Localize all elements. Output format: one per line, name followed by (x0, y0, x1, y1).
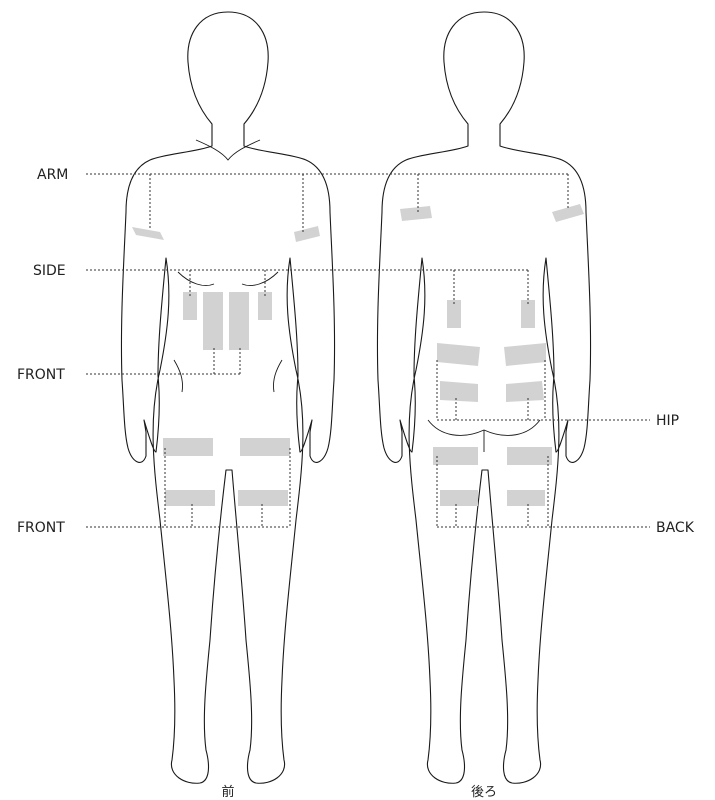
label-hip: HIP (656, 413, 679, 429)
patch-back-thigh-lower-right (507, 490, 545, 506)
patch-back-side-right (521, 300, 535, 328)
labels: ARM SIDE FRONT FRONT HIP BACK (17, 167, 695, 536)
caption-front-view: 前 (221, 784, 234, 800)
front-patches (132, 226, 320, 506)
patch-front-thigh-lower-right (238, 490, 288, 506)
label-front-thigh: FRONT (17, 520, 65, 536)
leader-arm (86, 174, 568, 232)
patch-front-arm-left (132, 227, 164, 240)
label-arm: ARM (37, 167, 68, 183)
front-chest-left (178, 272, 214, 286)
front-figure (121, 12, 334, 783)
leader-side (86, 270, 528, 304)
front-chest-right (242, 272, 278, 286)
front-body-outline (121, 12, 334, 783)
leader-lines (86, 174, 650, 527)
back-patches (400, 204, 584, 506)
label-front-torso: FRONT (17, 367, 65, 383)
patch-front-thigh-lower-left (165, 490, 215, 506)
front-collarbone (196, 140, 260, 160)
patch-back-arm-left (400, 206, 432, 221)
captions: 前 後ろ (221, 784, 497, 800)
patch-front-abdomen-3 (208, 320, 218, 350)
back-figure (377, 12, 590, 783)
patch-back-hip-lower-left (440, 381, 478, 402)
label-side: SIDE (33, 263, 66, 279)
patch-front-side-right (258, 292, 272, 320)
patch-back-thigh-upper-left (433, 447, 478, 465)
patch-front-side-left (183, 292, 197, 320)
patch-front-thigh-upper-left (163, 438, 213, 456)
patch-back-hip-upper-left (437, 343, 480, 366)
front-hip-left (174, 360, 183, 392)
leader-front-torso (86, 346, 240, 374)
patch-back-side-left (447, 300, 461, 328)
label-back: BACK (656, 520, 695, 536)
patch-front-arm-right (294, 226, 320, 242)
caption-back-view: 後ろ (471, 785, 497, 800)
patch-back-thigh-upper-right (507, 447, 552, 465)
front-hip-right (273, 360, 282, 392)
leader-front-thigh (86, 448, 290, 527)
patch-back-thigh-lower-left (440, 490, 478, 506)
patch-back-hip-upper-right (504, 343, 546, 366)
patch-back-hip-lower-right (506, 381, 544, 402)
back-body-outline (377, 12, 590, 783)
patch-front-thigh-upper-right (240, 438, 290, 456)
patch-front-abdomen-4 (234, 320, 244, 350)
